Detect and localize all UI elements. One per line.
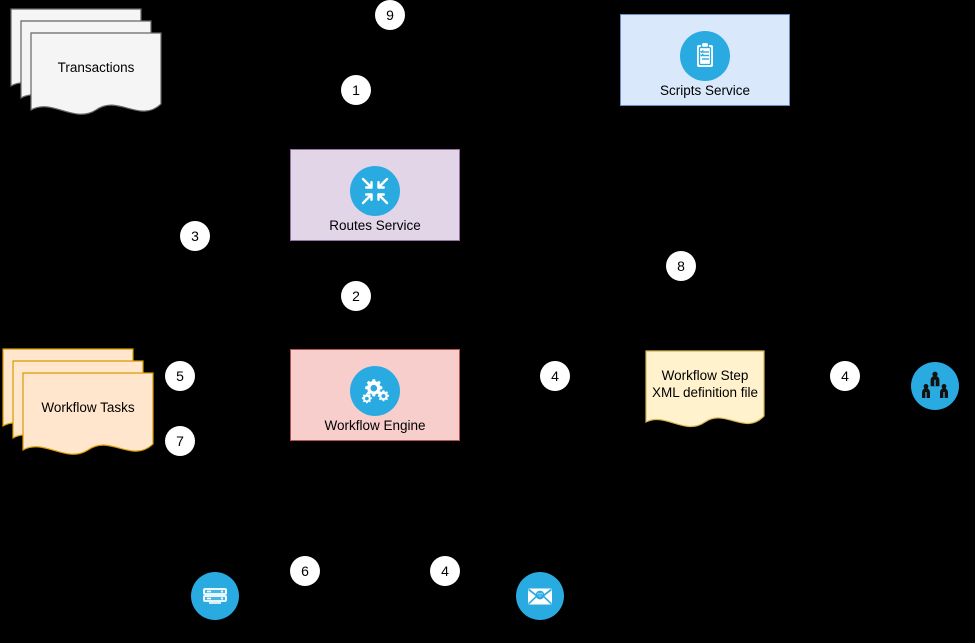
- service-box-workflow-engine[interactable]: Workflow Engine: [290, 349, 460, 441]
- step-badge-6[interactable]: 6: [290, 556, 320, 586]
- service-box-scripts-service[interactable]: Scripts Service: [620, 14, 790, 106]
- document-workflow-step-xml[interactable]: Workflow Step XML definition file: [645, 350, 767, 438]
- service-box-routes-service[interactable]: Routes Service: [290, 149, 460, 241]
- document-workflow-tasks[interactable]: Workflow Tasks: [2, 348, 154, 455]
- document-sheet-front: [30, 32, 162, 124]
- step-badge-8[interactable]: 8: [666, 251, 696, 281]
- step-badge-3[interactable]: 3: [180, 221, 210, 251]
- gears-icon: [350, 366, 400, 416]
- step-badge-4b[interactable]: 4: [830, 361, 860, 391]
- step-badge-1[interactable]: 1: [341, 75, 371, 105]
- arrows-converge-icon: [350, 166, 400, 216]
- service-label-routes-service: Routes Service: [329, 218, 421, 234]
- step-badge-4c[interactable]: 4: [430, 556, 460, 586]
- step-badge-4a[interactable]: 4: [540, 361, 570, 391]
- document-sheet-front: [645, 350, 765, 436]
- email-envelope-icon[interactable]: [516, 572, 564, 620]
- database-server-icon[interactable]: [191, 572, 239, 620]
- document-transactions[interactable]: Transactions: [10, 8, 162, 115]
- org-chart-people-icon[interactable]: [911, 362, 959, 410]
- service-label-scripts-service: Scripts Service: [659, 83, 751, 99]
- step-badge-9[interactable]: 9: [375, 0, 405, 30]
- step-badge-7[interactable]: 7: [165, 426, 195, 456]
- clipboard-checklist-icon: [680, 31, 730, 81]
- step-badge-5[interactable]: 5: [165, 361, 195, 391]
- service-label-workflow-engine: Workflow Engine: [324, 418, 426, 434]
- document-sheet-front: [22, 372, 154, 464]
- step-badge-2[interactable]: 2: [341, 281, 371, 311]
